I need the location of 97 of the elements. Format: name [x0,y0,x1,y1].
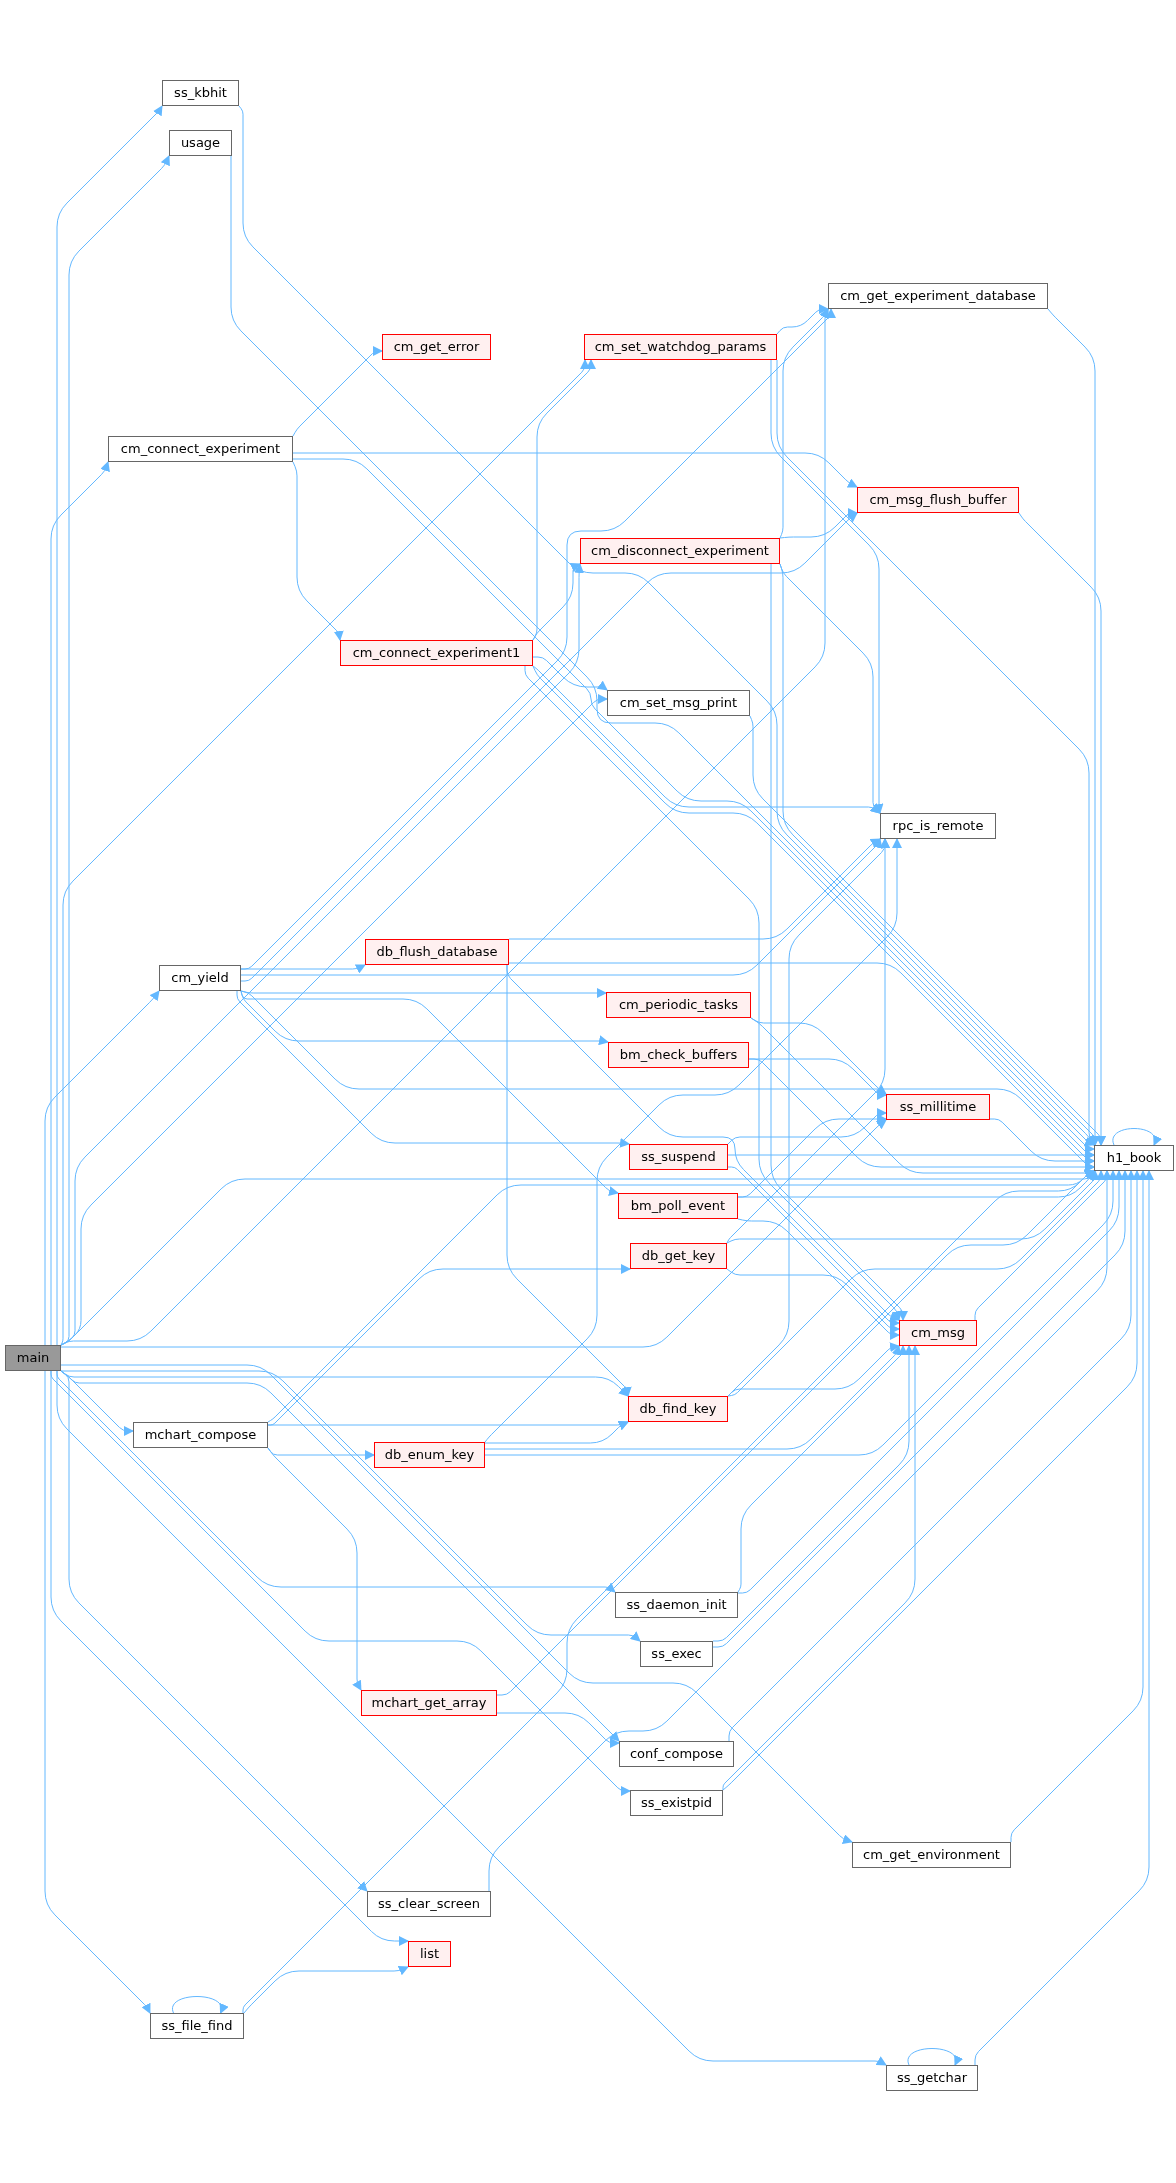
arrow [484,1420,629,1444]
arrow [506,964,900,1322]
function-box: mchart_compose [133,1422,268,1448]
function-box: list [408,1941,451,1967]
arrow [737,1218,900,1340]
arrow [267,1447,362,1691]
arrow [56,1370,887,2066]
function-box: cm_msg_flush_buffer [857,487,1019,513]
arrow [532,665,881,814]
arrow [770,563,908,1321]
function-box: rpc_is_remote [880,813,996,839]
arrow [532,656,608,691]
function-box: cm_periodic_tasks [606,992,751,1018]
function-box: cm_get_experiment_database [828,283,1048,309]
arrow [748,1058,887,1100]
function-box: cm_set_watchdog_params [584,334,777,360]
arrow [484,838,902,1443]
arrow [776,304,829,335]
function-box: cm_yield [159,965,241,991]
function-box: cm_get_error [382,334,491,360]
arrow [496,1712,620,1748]
arrow [50,1370,409,1946]
function-box: cm_set_msg_print [607,690,750,716]
arrow [60,359,590,1346]
arrow [240,990,619,1196]
function-box: mchart_get_array [361,1690,497,1716]
arrow [737,1170,1124,1594]
arrow [779,508,858,539]
arrow [488,1170,1112,1892]
arrow [242,1169,1095,2014]
function-box: usage [169,130,232,156]
arrow [240,512,858,982]
arrow [532,562,581,641]
arrow [240,964,366,974]
function-box: ss_millitime [886,1094,990,1120]
arrow [750,1017,887,1095]
arrow [484,1345,902,1450]
function-box: db_get_key [630,1243,727,1269]
function-box: bm_poll_event [618,1193,738,1219]
arrow [974,1170,1154,2066]
arrow [727,1150,1095,1160]
arrow [524,665,902,1321]
function-box: db_find_key [628,1396,728,1422]
arrow [508,838,881,940]
function-box: cm_connect_experiment1 [340,640,533,666]
arrow [240,988,607,998]
arrow [737,1345,908,1593]
arrow [770,359,884,814]
function-box: ss_kbhit [162,80,239,106]
arrow [779,308,829,539]
function-box: db_flush_database [365,939,509,965]
function-box: db_enum_key [374,1442,485,1468]
function-box: cm_msg [899,1320,977,1346]
arrow [60,1364,853,1844]
arrow [172,1996,228,2014]
function-box: main [5,1345,61,1371]
arrow [484,1170,1118,1456]
function-box: ss_file_find [150,2013,244,2039]
function-box: ss_suspend [629,1144,728,1170]
function-box: cm_disconnect_experiment [580,538,780,564]
arrow [727,1166,900,1328]
arrow [60,1370,641,1642]
function-box: bm_check_buffers [608,1042,749,1068]
arrow [712,1170,1130,1648]
function-box: conf_compose [619,1741,734,1767]
function-box: cm_get_environment [852,1842,1011,1868]
arrow [722,1345,920,1791]
arrow [989,1118,1095,1166]
function-box: ss_exec [640,1641,713,1667]
arrow [50,461,110,1346]
arrow [726,1268,900,1334]
arrow [60,1119,887,1348]
function-box: ss_existpid [630,1790,723,1816]
function-box: ss_clear_screen [367,1891,491,1917]
arrow [44,990,160,1346]
arrow [236,990,630,1148]
arrow [749,715,1106,1146]
arrow [292,458,1095,1154]
arrow [240,838,883,976]
arrow [60,1370,368,1892]
arrow [292,452,858,488]
arrow [727,1170,1106,1397]
arrow [726,1170,1100,1244]
arrow [44,1370,151,2014]
arrow [727,1108,887,1145]
arrow [292,346,383,437]
function-box: ss_getchar [886,2065,978,2091]
arrow [243,1966,409,2014]
arrow [1010,1170,1148,1843]
function-box: ss_daemon_init [615,1592,738,1618]
arrow [292,461,344,641]
arrow [60,694,608,1346]
function-box: cm_connect_experiment [108,436,293,462]
arrow [1112,1128,1161,1146]
arrow [907,2048,962,2066]
function-box: h1_book [1094,1145,1174,1171]
arrow [712,1345,914,1642]
